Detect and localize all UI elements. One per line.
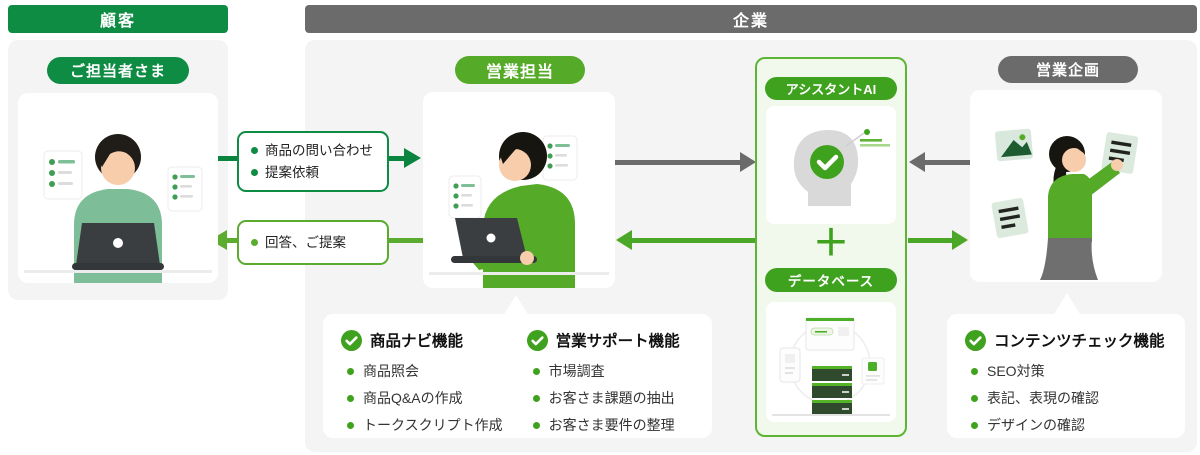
feature-item: お客さま要件の整理 <box>548 417 675 433</box>
bullet-icon <box>347 422 354 429</box>
planning-feature-pointer <box>1054 293 1080 314</box>
feature-item: トークスクリプト作成 <box>363 417 503 433</box>
feature-title: 営業サポート機能 <box>555 333 680 350</box>
bullet-icon <box>971 422 978 429</box>
planning-person-illustration <box>991 128 1139 280</box>
feature-item: 表記、表現の確認 <box>987 390 1099 406</box>
sales-person-laptop-illustration <box>429 132 609 288</box>
document-icon <box>43 150 83 200</box>
server-stack-icon <box>812 366 852 415</box>
assistant-ai-pill: アシスタントAI <box>765 77 897 100</box>
bullet-icon <box>532 395 540 402</box>
customer-person-laptop-illustration <box>24 134 212 283</box>
bullet-icon <box>971 368 978 375</box>
planning-to-ai-arrow-line <box>924 160 970 165</box>
response-item: 回答、ご提案 <box>265 234 346 250</box>
request-item: 商品の問い合わせ <box>265 142 373 158</box>
feature-title: 商品ナビ機能 <box>370 333 464 350</box>
sales-to-ai-arrow-line <box>615 160 741 165</box>
feature-sales-support: 営業サポート機能 市場調査 お客さま課題の抽出 お客さま要件の整理 <box>526 329 680 438</box>
sales-role-pill: 営業担当 <box>455 56 585 84</box>
request-item: 提案依頼 <box>265 164 319 180</box>
bullet-icon <box>251 169 258 176</box>
feature-item: 商品照会 <box>363 363 419 379</box>
feature-title: コンテンツチェック機能 <box>994 333 1165 350</box>
planning-to-ai-arrow-head <box>909 152 925 172</box>
bullet-icon <box>532 422 540 429</box>
feature-item: デザインの確認 <box>987 417 1085 433</box>
customer-header: 顧客 <box>8 5 228 33</box>
request-arrow-head <box>404 148 421 168</box>
database-pill: データベース <box>765 268 897 292</box>
bullet-icon <box>971 395 978 402</box>
feature-content-check: コンテンツチェック機能 SEO対策 表記、表現の確認 デザインの確認 <box>965 329 1165 438</box>
bullet-icon <box>347 395 354 402</box>
check-circle-icon <box>341 329 362 351</box>
ai-to-planning-arrow-line <box>908 238 953 243</box>
request-flow-box: 商品の問い合わせ 提案依頼 <box>237 131 389 192</box>
ai-to-sales-arrow-head <box>616 230 632 250</box>
check-circle-icon <box>526 329 548 351</box>
customer-card <box>18 93 218 283</box>
feature-item: SEO対策 <box>987 363 1045 379</box>
bullet-icon <box>251 147 258 154</box>
planning-role-pill: 営業企画 <box>998 56 1138 83</box>
bullet-icon <box>347 368 354 375</box>
database-card <box>766 302 896 422</box>
feature-product-navi: 商品ナビ機能 商品照会 商品Q&Aの作成 トークスクリプト作成 <box>341 329 503 438</box>
bullet-icon <box>251 239 258 246</box>
ai-head-check-icon <box>793 129 890 206</box>
planning-feature-box: コンテンツチェック機能 SEO対策 表記、表現の確認 デザインの確認 <box>947 314 1185 438</box>
ai-to-sales-arrow-line <box>631 238 755 243</box>
sales-to-ai-arrow-head <box>740 152 756 172</box>
document-icon <box>167 166 203 212</box>
ai-to-planning-arrow-head <box>952 230 968 250</box>
sales-card <box>423 92 615 288</box>
document-icon <box>542 135 578 181</box>
feature-item: 市場調査 <box>548 363 605 379</box>
database-server-illustration <box>772 317 890 416</box>
response-flow-box: 回答、ご提案 <box>237 220 389 265</box>
feature-item: 商品Q&Aの作成 <box>363 390 463 406</box>
bullet-icon <box>532 368 540 375</box>
sales-feature-box: 商品ナビ機能 商品照会 商品Q&Aの作成 トークスクリプト作成 営業サポート機能… <box>323 314 712 438</box>
planning-card <box>970 90 1162 282</box>
check-circle-icon <box>965 329 986 351</box>
sales-feature-pointer <box>503 295 529 316</box>
customer-role-pill: ご担当者さま <box>47 57 189 84</box>
plus-icon: ＋ <box>812 222 849 263</box>
text-card-icon <box>991 197 1029 239</box>
feature-item: お客さま課題の抽出 <box>548 390 675 406</box>
assistant-ai-card <box>766 106 896 224</box>
image-icon <box>995 128 1033 162</box>
document-icon <box>448 175 482 219</box>
company-header: 企業 <box>305 5 1197 33</box>
